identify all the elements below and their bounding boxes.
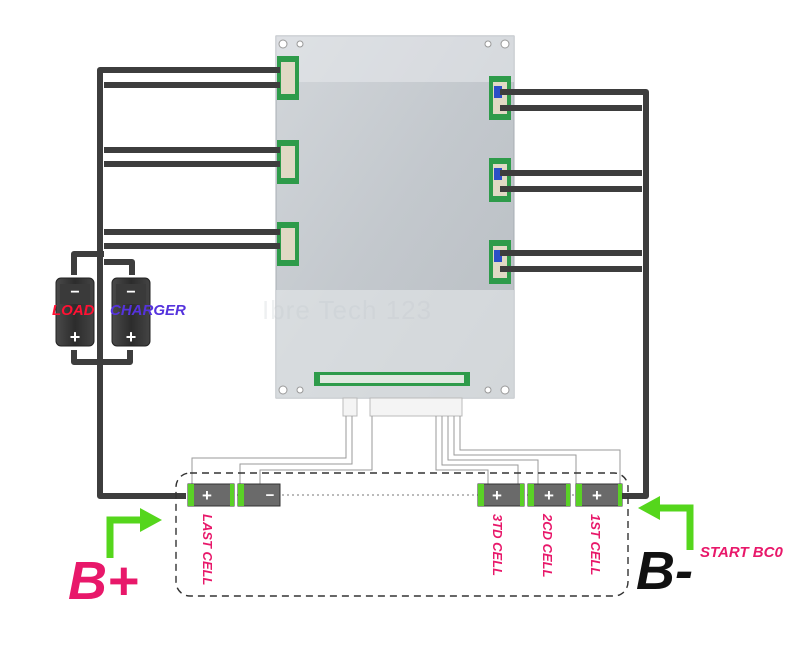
battery-pack-outline (175, 472, 629, 597)
load-battery: − + (55, 277, 95, 347)
load-label: LOAD (52, 302, 95, 319)
b-minus-arrow-icon (638, 496, 694, 550)
charger-battery: − + (111, 277, 151, 347)
charger-label: CHARGER (110, 302, 186, 319)
cell-first: + (575, 483, 623, 507)
b-plus-arrow-icon (106, 508, 162, 558)
last-cell-label: LAST CELL (200, 514, 215, 586)
power-wires (71, 67, 649, 499)
cell-second-to-last: − (237, 483, 281, 507)
cell-last-plus: + (202, 486, 212, 505)
first-cell-label: 1ST CELL (588, 514, 603, 576)
cell-last: + (187, 483, 235, 507)
charger-minus-symbol: − (126, 284, 135, 301)
cell-third-plus: + (492, 486, 502, 505)
cell-2nd-last-minus: − (266, 487, 275, 504)
cell-second-plus: + (544, 486, 554, 505)
load-minus-symbol: − (70, 284, 79, 301)
bms-board (275, 35, 515, 417)
b-plus-label: B+ (68, 551, 139, 611)
balance-wires (191, 416, 621, 496)
load-plus-symbol: + (70, 327, 81, 347)
start-bc0-label: START BC0 (700, 544, 783, 561)
b-minus-label: B- (636, 541, 693, 601)
charger-plus-symbol: + (126, 327, 137, 347)
cell-third: + (477, 483, 525, 507)
watermark: Ibre Tech 123 (262, 295, 433, 325)
cell-second: + (527, 483, 571, 507)
cell-first-plus: + (592, 486, 602, 505)
second-cell-label: 2CD CELL (540, 514, 555, 578)
third-cell-label: 3TD CELL (490, 514, 505, 577)
